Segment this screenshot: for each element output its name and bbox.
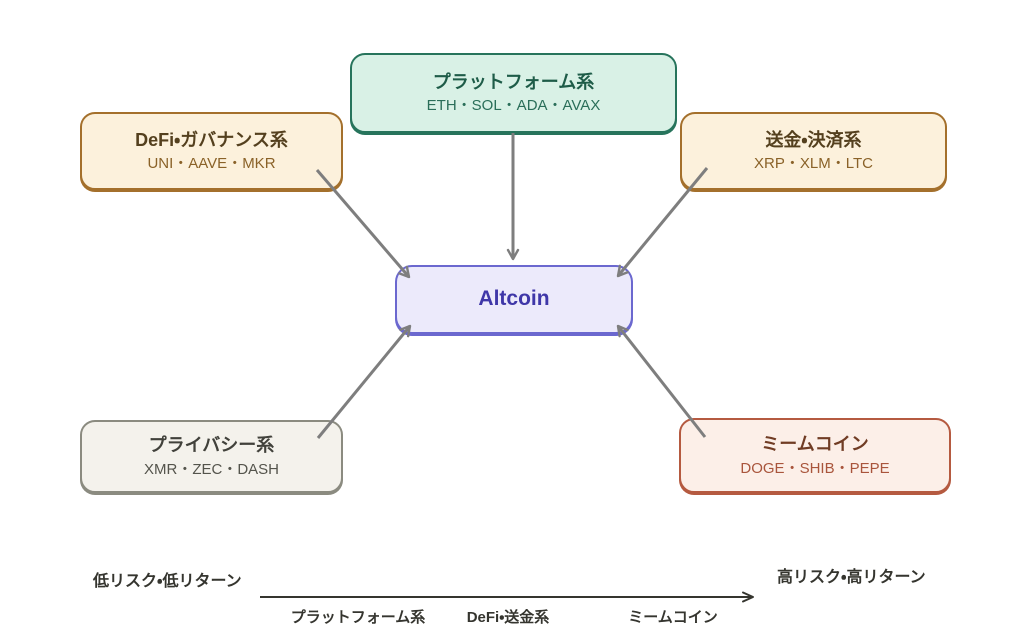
risk-axis-low-label: 低リスク・低リターン [93,573,242,590]
node-defi-governance-category: DeFi・ガバナンス系 UNI・AAVE・MKR [80,112,343,190]
node-title: DeFi・ガバナンス系 [135,129,288,150]
node-privacy-category: プライバシー系 XMR・ZEC・DASH [80,420,343,493]
node-title: プライバシー系 [148,435,275,456]
node-platform-category: プラットフォーム系 ETH・SOL・ADA・AVAX [350,53,677,133]
node-title: Altcoin [478,287,550,311]
node-coin-list: XRP・XLM・LTC [754,155,873,173]
node-payment-category: 送金・決済系 XRP・XLM・LTC [680,112,947,190]
risk-axis-tick-defi-payment: DeFi・送金系 [466,609,550,626]
node-title: ミームコイン [761,434,869,455]
node-title: プラットフォーム系 [432,71,595,92]
risk-axis-high-label: 高リスク・高リターン [777,569,926,586]
risk-axis-tick-platform: プラットフォーム系 [290,609,426,626]
risk-axis-tick-meme: ミームコイン [628,609,718,626]
node-coin-list: UNI・AAVE・MKR [147,155,276,173]
node-title: 送金・決済系 [765,129,862,150]
node-coin-list: ETH・SOL・ADA・AVAX [426,97,601,115]
node-coin-list: DOGE・SHIB・PEPE [740,459,890,477]
node-coin-list: XMR・ZEC・DASH [143,460,279,478]
node-meme-category: ミームコイン DOGE・SHIB・PEPE [679,418,951,493]
node-altcoin-center: Altcoin [395,265,633,334]
